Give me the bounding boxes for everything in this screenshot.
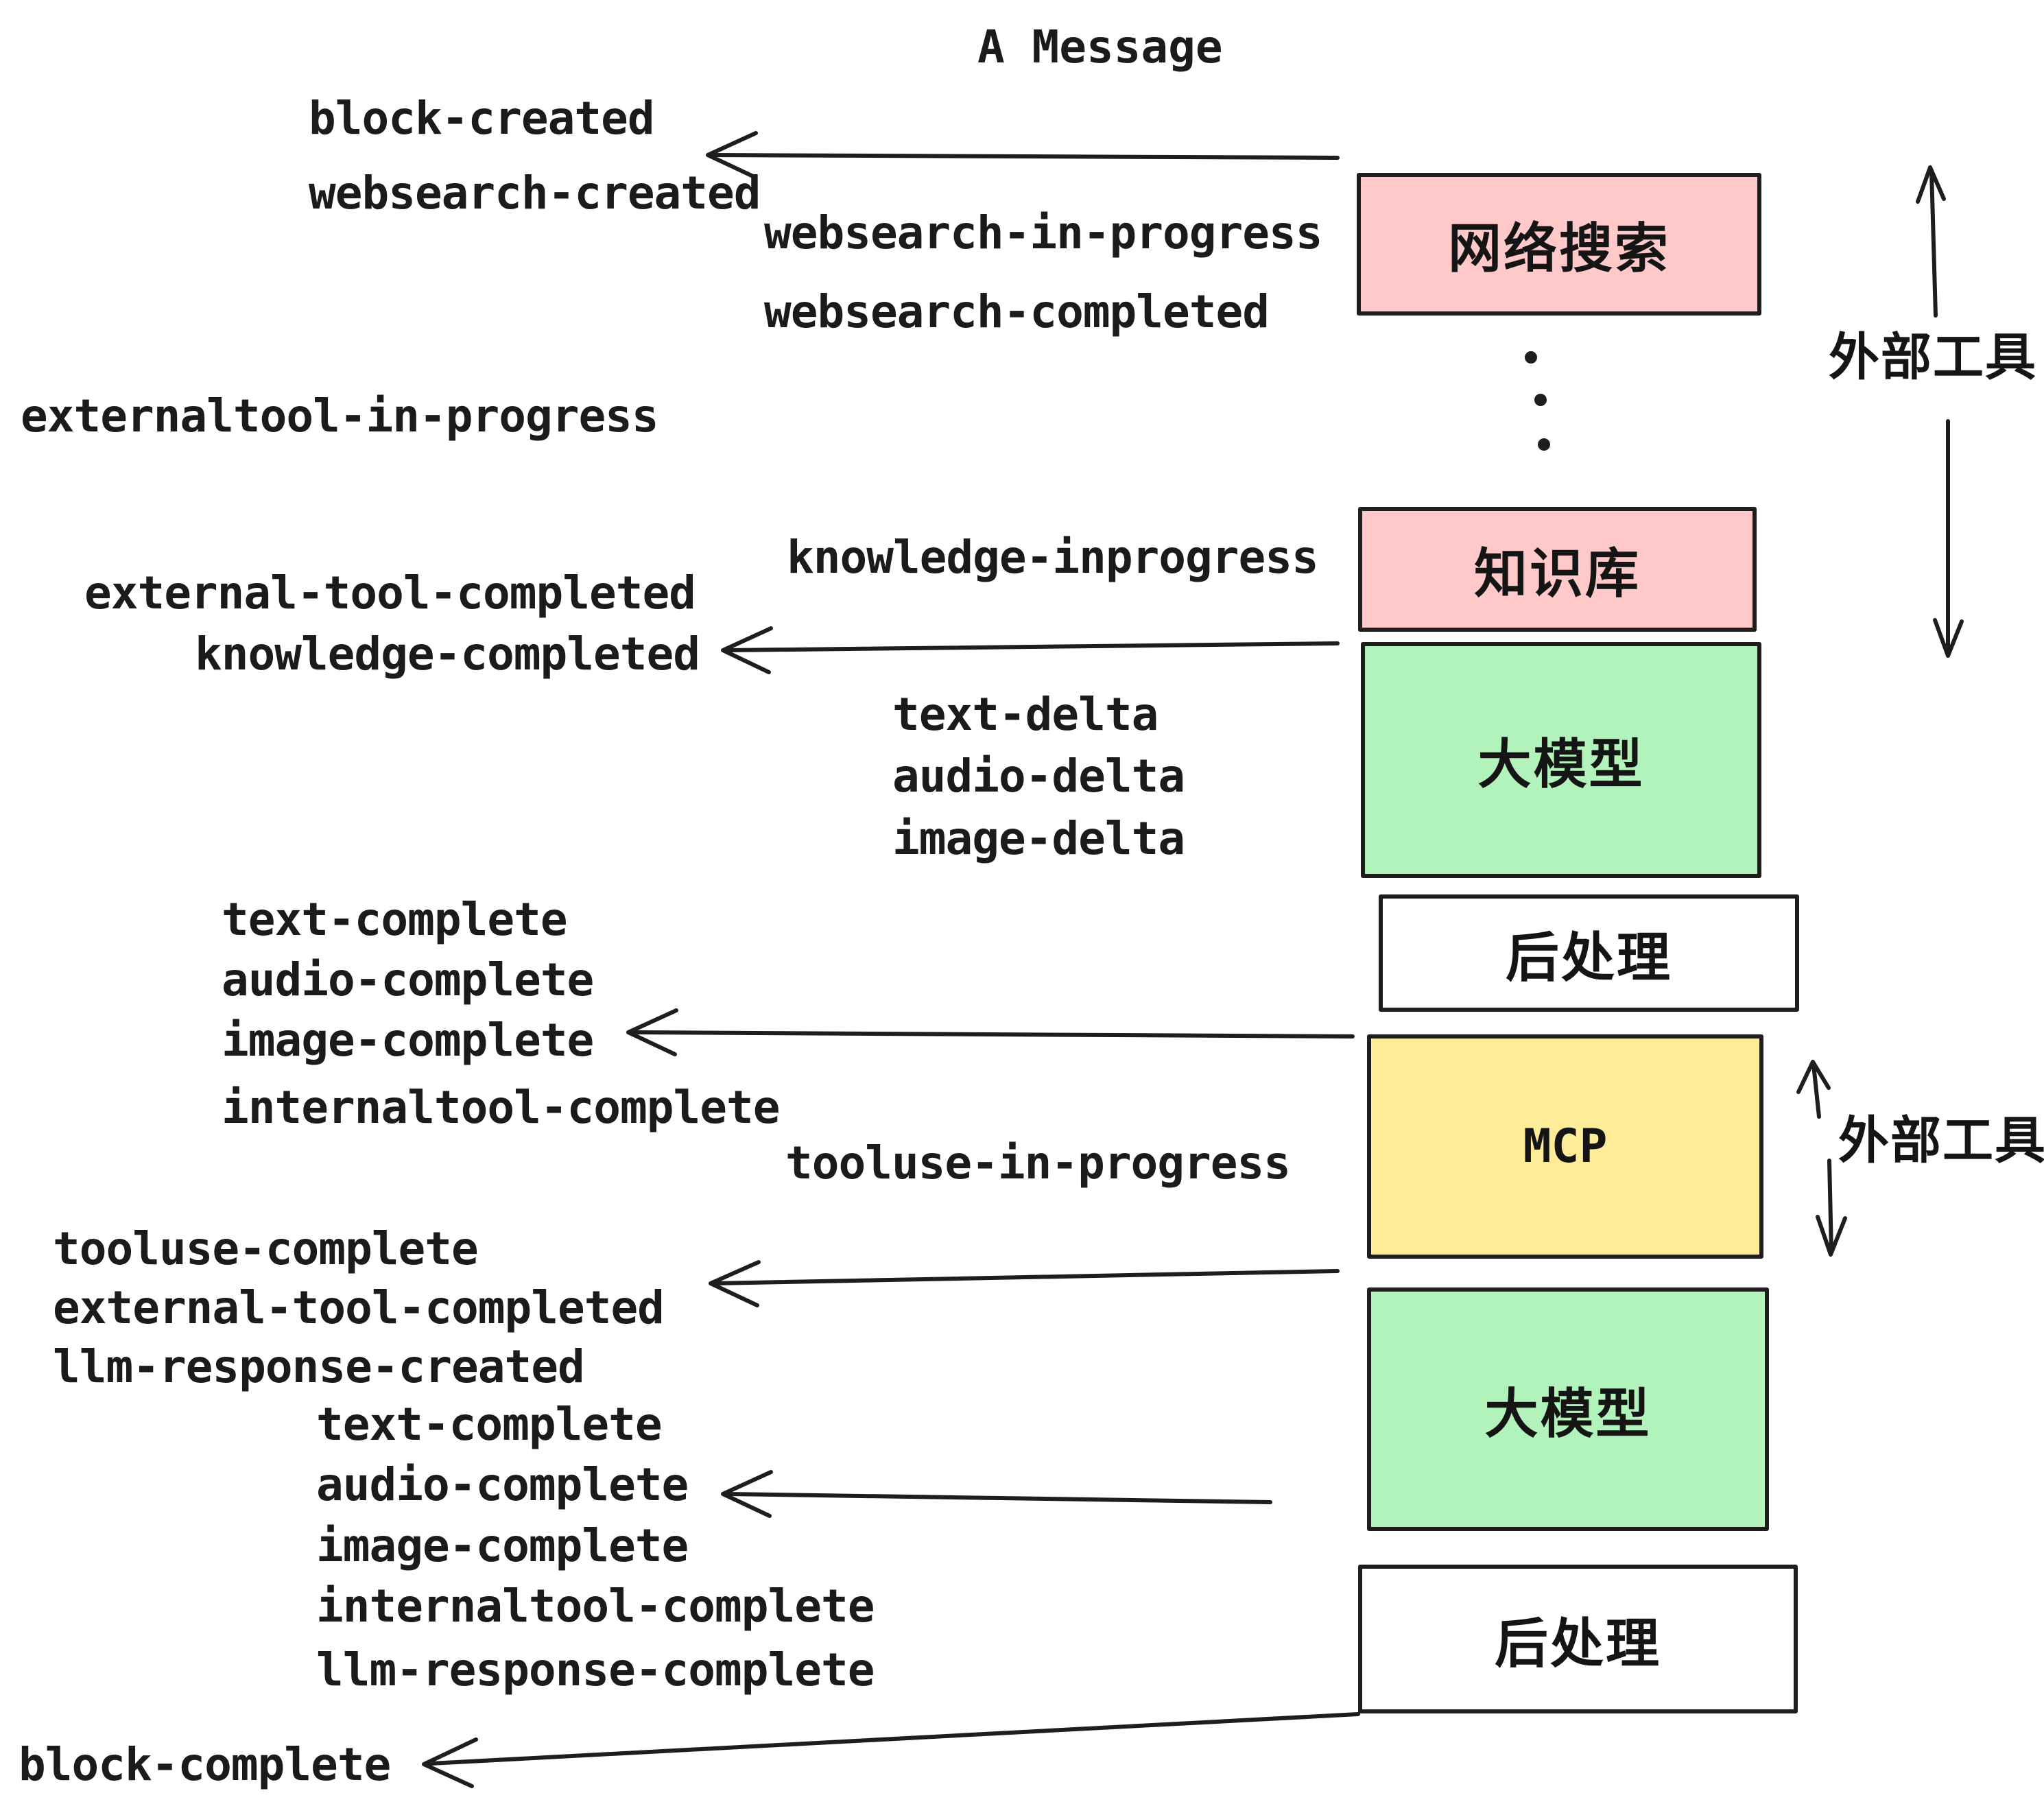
external-tools-label-bottom: 外部工具 [1838,1111,2044,1170]
event-label-llm-response-complete: llm-response-complete [316,1643,875,1696]
event-label-knowledge-inprogress: knowledge-inprogress [787,531,1319,584]
box-postprocess-top-label: 后处理 [1505,927,1672,989]
arrow-to-block-created [706,131,1340,179]
event-label-text-delta-top: text-delta [892,688,1158,741]
event-label-text-complete-bottom: text-complete [316,1398,663,1451]
event-label-image-complete-top: image-complete [222,1014,594,1067]
box-websearch-label: 网络搜索 [1447,218,1670,280]
box-llm-top: 大模型 [1361,642,1761,878]
event-label-internaltool-complete-bottom: internaltool-complete [316,1580,875,1633]
box-mcp-label: MCP [1523,1119,1608,1174]
box-postprocess-bottom: 后处理 [1358,1565,1798,1713]
event-label-external-tool-completed-top: external-tool-completed [84,567,696,619]
arrow-to-image-complete [626,1008,1355,1056]
box-llm-bottom-label: 大模型 [1484,1383,1652,1445]
event-label-websearch-created: websearch-created [309,167,761,219]
event-label-image-complete-bottom: image-complete [316,1519,689,1572]
box-knowledge-label: 知识库 [1473,543,1641,605]
event-label-image-delta-top: image-delta [892,812,1185,865]
external-tools-double-arrow-bottom [1796,1060,1847,1257]
box-websearch: 网络搜索 [1357,173,1761,316]
arrow-to-audio-complete [721,1470,1272,1518]
event-label-block-complete: block-complete [19,1738,391,1791]
box-mcp: MCP [1367,1034,1763,1259]
event-label-text-complete-top: text-complete [222,893,568,946]
event-label-websearch-in-progress: websearch-in-progress [764,206,1322,259]
event-label-tooluse-in-progress: tooluse-in-progress [785,1137,1291,1189]
event-label-audio-delta-top: audio-delta [892,750,1185,803]
event-label-tooluse-complete: tooluse-complete [53,1222,479,1275]
box-llm-bottom: 大模型 [1367,1287,1769,1531]
event-label-websearch-completed: websearch-completed [764,285,1270,338]
box-knowledge: 知识库 [1358,507,1757,632]
external-tools-double-arrow-top [1916,165,1964,658]
vertical-ellipsis-icon [1525,351,1550,451]
external-tools-label-top: 外部工具 [1829,328,2037,387]
event-label-knowledge-completed: knowledge-completed [195,628,700,680]
event-label-audio-complete-top: audio-complete [222,953,594,1006]
diagram-title: A Message [977,21,1223,73]
arrow-to-tooluse-complete [709,1260,1340,1307]
event-label-externaltool-in-progress: externaltool-in-progress [21,390,659,442]
box-llm-top-label: 大模型 [1477,734,1645,796]
event-label-external-tool-completed-bottom: external-tool-completed [53,1281,665,1334]
box-postprocess-top: 后处理 [1379,894,1799,1012]
arrow-to-block-complete [422,1712,1360,1788]
event-label-audio-complete-bottom: audio-complete [316,1458,689,1511]
event-label-internaltool-complete-top: internaltool-complete [222,1081,780,1134]
arrow-to-knowledge-completed [721,626,1340,674]
box-postprocess-bottom-label: 后处理 [1494,1613,1661,1675]
event-label-block-created: block-created [309,92,655,145]
event-label-llm-response-created: llm-response-created [53,1340,585,1393]
